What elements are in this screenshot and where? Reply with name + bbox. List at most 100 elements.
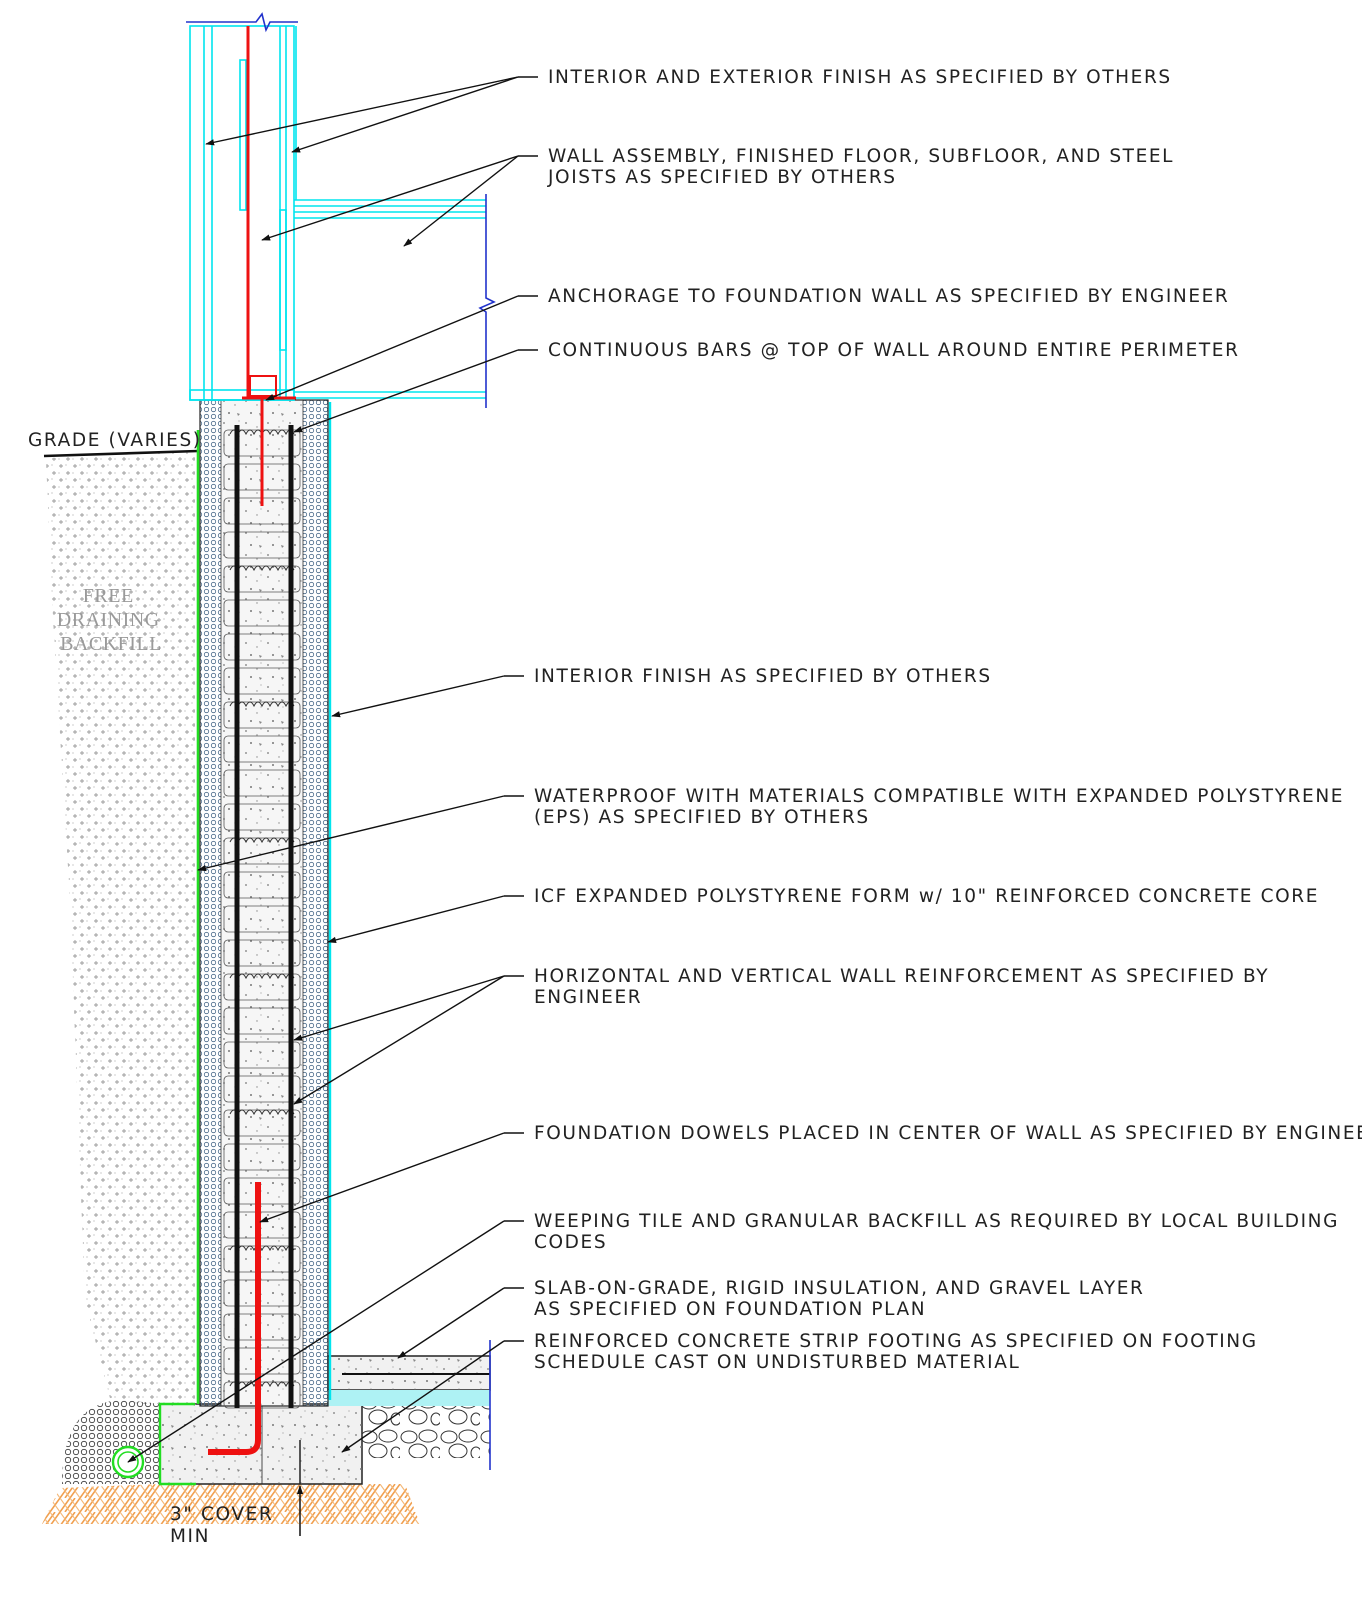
cover-line-1: 3" COVER <box>170 1504 273 1525</box>
leader-arrow-icon <box>293 349 519 433</box>
grade-line <box>43 449 199 458</box>
horizontal-rebar-coil <box>229 973 295 980</box>
leader-arrow-icon <box>261 155 519 241</box>
callout-line: ENGINEER <box>534 987 642 1008</box>
icf-web <box>223 1347 301 1375</box>
icf-web <box>223 1109 301 1137</box>
callout-footing: REINFORCED CONCRETE STRIP FOOTING AS SPE… <box>534 1331 1258 1373</box>
callout-line: ICF EXPANDED POLYSTYRENE FORM w/ 10" REI… <box>534 886 1319 907</box>
free-draining-backfill <box>46 452 195 1404</box>
slab-on-grade <box>327 1340 491 1470</box>
leader-arrow-icon <box>293 975 505 1105</box>
icf-web <box>223 1143 301 1171</box>
leader-arrow-icon <box>197 795 505 872</box>
horizontal-rebar-coil <box>229 701 295 708</box>
icf-web <box>223 837 301 865</box>
leader-arrow-icon <box>205 76 519 146</box>
callout-line: ANCHORAGE TO FOUNDATION WALL AS SPECIFIE… <box>548 286 1229 307</box>
callout-line: SCHEDULE CAST ON UNDISTURBED MATERIAL <box>534 1352 1020 1373</box>
callout-line: INTERIOR FINISH AS SPECIFIED BY OTHERS <box>534 666 992 687</box>
icf-web <box>223 1177 301 1205</box>
icf-web <box>223 735 301 763</box>
icf-web <box>223 667 301 695</box>
callout-finish-both: INTERIOR AND EXTERIOR FINISH AS SPECIFIE… <box>548 67 1172 88</box>
cover-line-2: MIN <box>170 1526 210 1547</box>
icf-wall <box>199 399 329 1409</box>
icf-web <box>223 531 301 559</box>
leader-arrow-icon <box>293 975 505 1041</box>
callout-line: SLAB-ON-GRADE, RIGID INSULATION, AND GRA… <box>534 1278 1145 1299</box>
icf-web <box>223 1007 301 1035</box>
icf-web <box>223 1313 301 1341</box>
callout-wall-assembly: WALL ASSEMBLY, FINISHED FLOOR, SUBFLOOR,… <box>547 146 1174 188</box>
callout-line: JOISTS AS SPECIFIED BY OTHERS <box>547 167 897 188</box>
icf-web <box>223 1211 301 1239</box>
callout-icf-form: ICF EXPANDED POLYSTYRENE FORM w/ 10" REI… <box>534 886 1319 907</box>
horizontal-rebar-coil <box>229 1381 295 1388</box>
callout-line: AS SPECIFIED ON FOUNDATION PLAN <box>534 1299 926 1320</box>
icf-web <box>223 769 301 797</box>
leader-arrow-icon <box>341 1340 505 1453</box>
icf-web <box>223 939 301 967</box>
weeping-tile-granular <box>62 1400 160 1484</box>
icf-web <box>223 905 301 933</box>
callout-weeping-tile: WEEPING TILE AND GRANULAR BACKFILL AS RE… <box>534 1211 1339 1253</box>
callout-line: CONTINUOUS BARS @ TOP OF WALL AROUND ENT… <box>548 340 1240 361</box>
callout-line: CODES <box>534 1232 607 1253</box>
leader-arrow-icon <box>127 1220 505 1463</box>
callout-line: WALL ASSEMBLY, FINISHED FLOOR, SUBFLOOR,… <box>548 146 1174 167</box>
backfill-label: FREE DRAINING BACKFILL <box>57 585 165 655</box>
callout-reinforcement: HORIZONTAL AND VERTICAL WALL REINFORCEME… <box>534 966 1269 1008</box>
leader-lines <box>127 76 538 1463</box>
icf-web <box>223 1075 301 1103</box>
leader-arrow-icon <box>265 295 519 401</box>
callout-notes: INTERIOR AND EXTERIOR FINISH AS SPECIFIE… <box>534 67 1362 1373</box>
cover-label: 3" COVER MIN <box>170 1504 281 1547</box>
backfill-line-3: BACKFILL <box>60 633 162 655</box>
foundation-dowel <box>208 1182 261 1455</box>
icf-web <box>223 701 301 729</box>
anchor-plate <box>242 375 296 400</box>
leader-arrow-icon <box>397 1287 505 1359</box>
horizontal-rebar-coil <box>229 837 295 844</box>
callout-line: WATERPROOF WITH MATERIALS COMPATIBLE WIT… <box>534 786 1344 807</box>
callout-continuous-bars: CONTINUOUS BARS @ TOP OF WALL AROUND ENT… <box>548 340 1240 361</box>
leader-arrow-icon <box>259 1132 505 1223</box>
callout-dowels: FOUNDATION DOWELS PLACED IN CENTER OF WA… <box>534 1123 1362 1144</box>
callout-line: INTERIOR AND EXTERIOR FINISH AS SPECIFIE… <box>548 67 1172 88</box>
icf-web <box>223 565 301 593</box>
horizontal-rebar-coil <box>229 1109 295 1116</box>
callout-line: (EPS) AS SPECIFIED BY OTHERS <box>534 807 870 828</box>
callout-interior-finish: INTERIOR FINISH AS SPECIFIED BY OTHERS <box>534 666 992 687</box>
icf-web <box>223 599 301 627</box>
backfill-line-1: FREE <box>83 585 134 607</box>
leader-arrow-icon <box>291 76 519 153</box>
callout-line: REINFORCED CONCRETE STRIP FOOTING AS SPE… <box>534 1331 1258 1352</box>
joist-break-line <box>478 194 496 408</box>
icf-web <box>223 1041 301 1069</box>
horizontal-rebar-coil <box>229 565 295 572</box>
callout-waterproof: WATERPROOF WITH MATERIALS COMPATIBLE WIT… <box>534 786 1344 828</box>
callout-slab: SLAB-ON-GRADE, RIGID INSULATION, AND GRA… <box>534 1278 1145 1320</box>
icf-web <box>223 1245 301 1273</box>
callout-line: WEEPING TILE AND GRANULAR BACKFILL AS RE… <box>534 1211 1339 1232</box>
horizontal-rebar-coil <box>229 1245 295 1252</box>
backfill-line-2: DRAINING <box>57 609 160 631</box>
icf-web <box>223 633 301 661</box>
footing-membrane <box>158 1402 196 1486</box>
icf-web <box>223 1279 301 1307</box>
callout-anchorage: ANCHORAGE TO FOUNDATION WALL AS SPECIFIE… <box>548 286 1229 307</box>
leader-arrow-icon <box>327 895 505 943</box>
leader-arrow-icon <box>403 155 519 247</box>
icf-web <box>223 803 301 831</box>
icf-web <box>223 973 301 1001</box>
upper-wall-assembly <box>189 25 486 401</box>
callout-line: HORIZONTAL AND VERTICAL WALL REINFORCEME… <box>534 966 1269 987</box>
zigzag-break-icon <box>186 12 298 33</box>
leader-arrow-icon <box>331 675 505 718</box>
grade-label: GRADE (VARIES) <box>28 430 202 451</box>
icf-web <box>223 1381 301 1409</box>
icf-web <box>223 871 301 899</box>
